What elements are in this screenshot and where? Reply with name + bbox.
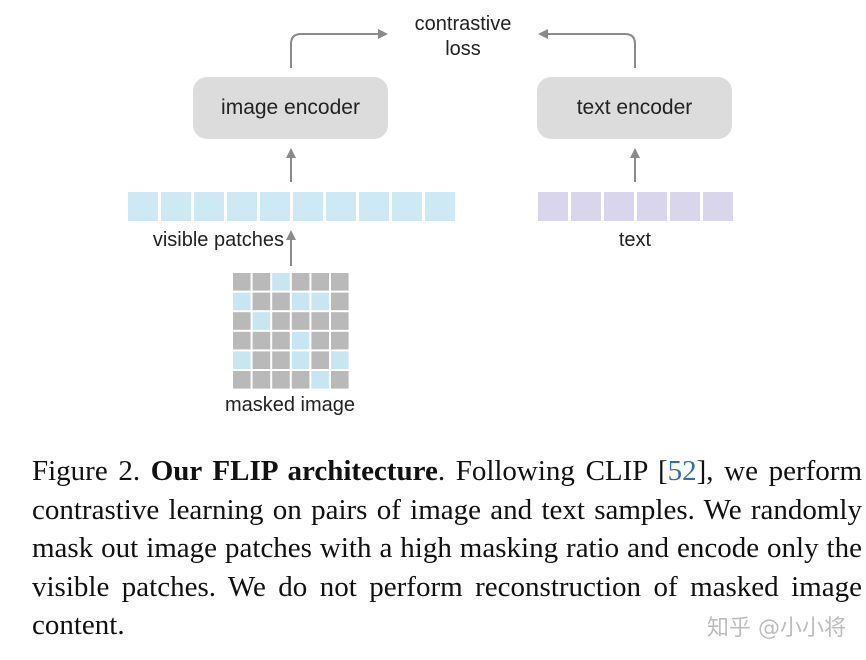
masked-patch <box>252 351 271 369</box>
masked-patch <box>331 292 349 311</box>
masked-patch <box>272 331 290 350</box>
visible-patch <box>260 192 290 221</box>
caption-text-2: ], we perform contrastive learning on pa… <box>32 455 863 641</box>
text-encoder-box: text encoder <box>537 77 732 139</box>
unmasked-patch <box>331 351 349 369</box>
masked-patch <box>311 351 329 369</box>
contrastive-loss-label: contrastive loss <box>395 12 531 62</box>
visible-patches-label: visible patches <box>152 229 284 251</box>
visible-patch <box>392 192 422 221</box>
unmasked-patch <box>311 292 329 311</box>
caption-prefix: Figure 2. <box>32 455 141 487</box>
loss-label-line-2: loss <box>445 38 481 60</box>
text-token <box>670 192 700 221</box>
text-token <box>604 192 634 221</box>
visible-patch <box>128 192 158 221</box>
masked-patch <box>252 331 271 350</box>
masked-patch <box>331 273 349 291</box>
image-to-loss-arrow <box>290 29 388 68</box>
visible-patch <box>326 192 356 221</box>
unmasked-patch <box>291 351 310 369</box>
visible-patches-row <box>128 192 455 221</box>
masked-patch <box>252 273 271 291</box>
visible-patch <box>359 192 389 221</box>
masked-patch <box>291 273 310 291</box>
unmasked-patch <box>291 292 310 311</box>
masked-patch <box>311 331 329 350</box>
figure-caption: Figure 2. Our FLIP architecture. Followi… <box>32 452 862 645</box>
image-encoder-box: image encoder <box>193 77 388 139</box>
flip-architecture-diagram: contrastive loss image encoder text enco… <box>128 12 733 416</box>
masked-image-grid <box>233 273 349 389</box>
masked-patch <box>272 371 290 389</box>
masked-patch <box>311 312 329 330</box>
masked-patch <box>233 371 251 389</box>
unmasked-patch <box>311 371 329 389</box>
masked-patch <box>311 273 329 291</box>
masked-patch <box>272 312 290 330</box>
visible-patch <box>194 192 224 221</box>
visible-patch <box>161 192 191 221</box>
unmasked-patch <box>272 273 290 291</box>
masked-patch <box>331 371 349 389</box>
masked-patch <box>272 351 290 369</box>
masked-patch <box>331 312 349 330</box>
masked-patch <box>272 292 290 311</box>
text-token <box>571 192 601 221</box>
unmasked-patch <box>252 312 271 330</box>
text-to-loss-arrow <box>538 29 636 68</box>
masked-patch <box>331 331 349 350</box>
text-tokens-row <box>538 192 733 221</box>
text-token <box>637 192 667 221</box>
diagram-connectors <box>128 29 733 389</box>
masked-patch <box>252 292 271 311</box>
text-encoder-label: text encoder <box>576 96 693 119</box>
unmasked-patch <box>233 351 251 369</box>
masked-patch <box>233 312 251 330</box>
text-token <box>703 192 733 221</box>
masked-patch <box>233 273 251 291</box>
text-label: text <box>618 229 652 251</box>
text-token <box>538 192 568 221</box>
visible-patch <box>425 192 455 221</box>
caption-title: Our FLIP architecture <box>150 455 438 487</box>
loss-label-line-1: contrastive <box>414 13 512 35</box>
masked-patch <box>252 371 271 389</box>
caption-text-1: . Following CLIP [ <box>437 455 668 487</box>
masked-image-label: masked image <box>224 394 356 416</box>
visible-patch <box>293 192 323 221</box>
unmasked-patch <box>233 292 251 311</box>
citation-link[interactable]: 52 <box>667 455 697 487</box>
visible-patch <box>227 192 257 221</box>
unmasked-patch <box>291 331 310 350</box>
masked-patch <box>291 312 310 330</box>
masked-patch <box>233 331 251 350</box>
image-encoder-label: image encoder <box>221 96 360 119</box>
watermark: 知乎 @小小将 <box>707 616 846 641</box>
masked-patch <box>291 371 310 389</box>
